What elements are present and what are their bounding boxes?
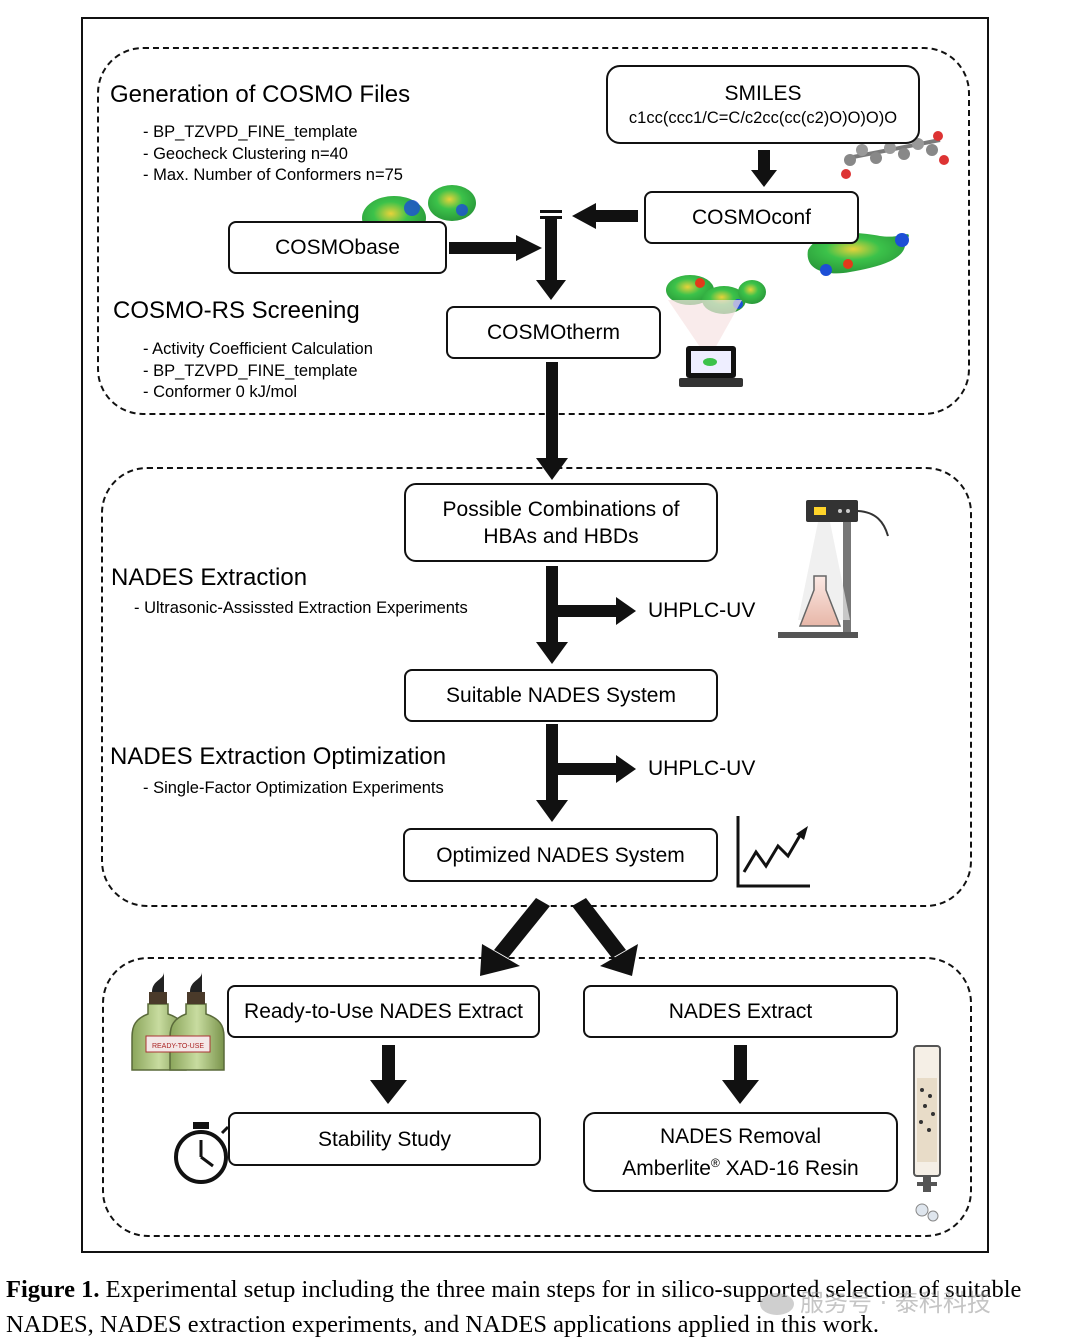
extraction-parameter: - Ultrasonic-Assissted Extraction Experi… bbox=[134, 599, 468, 617]
figure-frame bbox=[81, 17, 989, 1253]
heading-nades-optimization: NADES Extraction Optimization bbox=[110, 743, 447, 770]
screening-parameters: - Activity Coefficient Calculation - BP_… bbox=[143, 339, 373, 404]
arrow-split-right bbox=[572, 898, 638, 976]
nades-extract-label: NADES Extract bbox=[668, 1000, 813, 1023]
combinations-line-2: HBAs and HBDs bbox=[483, 524, 639, 548]
resin-column-icon bbox=[913, 1045, 941, 1222]
nades-removal-box: NADES Removal Amberlite® XAD-16 Resin bbox=[583, 1112, 898, 1192]
ready-to-use-bottles-icon: READY-TO-USE bbox=[131, 972, 225, 1071]
resin-name: XAD-16 Resin bbox=[719, 1156, 859, 1180]
generation-parameters: - BP_TZVPD_FINE_template - Geocheck Clus… bbox=[143, 122, 403, 187]
figure-caption: Figure 1. Experimental setup including t… bbox=[6, 1272, 1076, 1342]
junction-bar bbox=[540, 210, 562, 219]
watermark: 服务号 · 泰科科技 bbox=[760, 1283, 991, 1318]
uhplc-uv-label-1: UHPLC-UV bbox=[648, 599, 756, 622]
arrow-extract-to-removal bbox=[722, 1045, 759, 1104]
generation-param-item: - BP_TZVPD_FINE_template bbox=[143, 123, 358, 141]
smiles-value: c1cc(ccc1/C=C/c2cc(cc(c2)O)O)O)O bbox=[628, 108, 898, 127]
arrow-combinations-to-suitable bbox=[536, 566, 568, 664]
cosmotherm-label: COSMOtherm bbox=[486, 321, 620, 344]
molecule-icon bbox=[841, 131, 949, 179]
screening-param-item: - BP_TZVPD_FINE_template bbox=[143, 361, 358, 380]
cosmotherm-laptop-icon bbox=[666, 275, 766, 387]
ready-to-use-label: Ready-to-Use NADES Extract bbox=[244, 1000, 523, 1023]
figure-caption-label: Figure 1. bbox=[6, 1276, 100, 1303]
optimized-nades-box: Optimized NADES System bbox=[403, 828, 718, 882]
stability-study-label: Stability Study bbox=[317, 1127, 452, 1151]
cosmo-region bbox=[97, 47, 970, 415]
cosmobase-label: COSMObase bbox=[275, 236, 400, 259]
trend-graph-icon bbox=[736, 816, 810, 888]
ready-to-use-box: Ready-to-Use NADES Extract bbox=[227, 985, 540, 1038]
screening-param-item: - Conformer 0 kJ/mol bbox=[143, 383, 298, 401]
suitable-nades-label: Suitable NADES System bbox=[446, 684, 676, 707]
arrow-cosmoconf-to-junction bbox=[572, 203, 638, 229]
arrow-suitable-to-optimized bbox=[536, 724, 568, 822]
uhplc-uv-label-2: UHPLC-UV bbox=[648, 757, 756, 780]
chat-icon bbox=[760, 1293, 794, 1315]
arrow-split-left bbox=[480, 898, 550, 976]
cosmobase-box: COSMObase bbox=[228, 221, 447, 274]
bottle-label: READY-TO-USE bbox=[152, 1043, 204, 1050]
combinations-line-1: Possible Combinations of bbox=[442, 497, 680, 521]
arrow-ready-to-stability bbox=[370, 1045, 407, 1104]
figure-caption-text: Experimental setup including the three m… bbox=[6, 1276, 1022, 1338]
stopwatch-icon bbox=[174, 1122, 230, 1184]
heading-nades-extraction: NADES Extraction bbox=[111, 564, 308, 591]
arrow-cosmobase-to-junction bbox=[449, 235, 542, 261]
screening-param-item: - Activity Coefficient Calculation bbox=[143, 340, 373, 358]
suitable-nades-box: Suitable NADES System bbox=[404, 669, 718, 722]
generation-param-item: - Max. Number of Conformers n=75 bbox=[143, 166, 403, 184]
nades-removal-line-1: NADES Removal bbox=[659, 1124, 822, 1148]
registered-mark: ® bbox=[710, 1155, 720, 1170]
arrow-to-uhplc-1 bbox=[556, 597, 636, 625]
optimization-parameter: - Single-Factor Optimization Experiments bbox=[143, 779, 444, 797]
arrow-to-uhplc-2 bbox=[556, 755, 636, 783]
combinations-box: Possible Combinations of HBAs and HBDs bbox=[404, 483, 718, 562]
resin-brand: Amberlite bbox=[622, 1156, 711, 1180]
cosmotherm-box: COSMOtherm bbox=[446, 306, 661, 359]
arrow-junction-to-cosmotherm bbox=[536, 219, 566, 300]
generation-param-item: - Geocheck Clustering n=40 bbox=[143, 144, 348, 163]
arrow-cosmotherm-to-combinations bbox=[536, 362, 568, 480]
heading-cosmo-rs-screening: COSMO-RS Screening bbox=[113, 297, 360, 324]
applications-region bbox=[102, 957, 972, 1237]
ultrasonic-flask-icon bbox=[778, 500, 889, 638]
nades-extract-box: NADES Extract bbox=[583, 985, 898, 1038]
cosmoconf-box: COSMOconf bbox=[644, 191, 859, 244]
stability-study-box: Stability Study bbox=[228, 1112, 541, 1166]
arrow-smiles-to-cosmoconf bbox=[751, 150, 777, 187]
heading-generation-cosmo-files: Generation of COSMO Files bbox=[110, 81, 411, 108]
cosmoconf-label: COSMOconf bbox=[691, 206, 812, 229]
watermark-text: 服务号 · 泰科科技 bbox=[800, 1289, 991, 1317]
smiles-box: SMILES c1cc(ccc1/C=C/c2cc(cc(c2)O)O)O)O bbox=[606, 65, 920, 144]
nades-removal-line-2: Amberlite® XAD-16 Resin bbox=[622, 1150, 858, 1182]
optimized-nades-label: Optimized NADES System bbox=[436, 843, 685, 867]
smiles-title: SMILES bbox=[724, 81, 802, 105]
